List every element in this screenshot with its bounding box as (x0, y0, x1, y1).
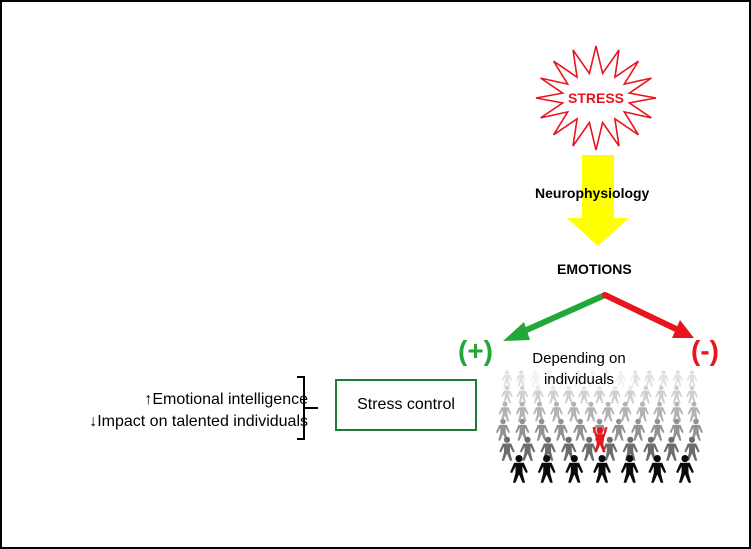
person-figure (687, 401, 701, 422)
negative-arrow-shaft (602, 292, 679, 332)
stress-control-box: Stress control (335, 379, 477, 431)
effect-text: Emotional intelligence (152, 391, 308, 408)
person-figure (567, 401, 581, 422)
positive-arrowhead (503, 322, 530, 341)
effect-text: Impact on talented individuals (97, 413, 308, 430)
person-figure (501, 385, 513, 404)
stress-label: STRESS (568, 90, 624, 106)
depending-on-individuals-label: Depending on individuals (524, 348, 634, 390)
effect-row-emotional-intelligence: ↑Emotional intelligence (89, 389, 308, 411)
person-figure (670, 385, 683, 404)
person-figure (533, 401, 546, 422)
starburst-icon (535, 45, 657, 151)
person-figure (593, 454, 611, 483)
person-figure (499, 436, 515, 461)
neurophysiology-flow-arrow (567, 155, 629, 246)
person-figure (655, 385, 667, 404)
neurophysiology-label: Neurophysiology (535, 185, 650, 201)
person-figure (676, 454, 694, 483)
person-figure (618, 401, 632, 422)
negative-sign: (-) (691, 335, 719, 366)
person-figure (636, 401, 649, 422)
person-figure (620, 454, 639, 483)
person-figure (640, 385, 652, 404)
person-figure (631, 418, 646, 441)
person-figure (658, 370, 669, 387)
person-figure (663, 436, 680, 461)
person-figure (550, 401, 563, 422)
person-figure (565, 454, 584, 483)
person-figure (611, 418, 626, 441)
person-figure (653, 401, 666, 422)
emotions-label: EMOTIONS (557, 261, 632, 277)
stress-control-label: Stress control (357, 396, 455, 413)
effects-list: ↑Emotional intelligence ↓Impact on talen… (89, 389, 308, 433)
person-figure (501, 370, 513, 387)
person-figure (672, 370, 684, 387)
arrow-down-icon: ↓ (89, 413, 98, 430)
person-figure (573, 418, 588, 441)
person-figure (498, 401, 512, 422)
effect-row-impact: ↓Impact on talented individuals (89, 411, 308, 433)
person-figure (584, 401, 598, 422)
person-figure (644, 370, 655, 387)
positive-sign: (+) (458, 335, 493, 366)
person-figure (648, 454, 667, 483)
positive-arrow-shaft (519, 292, 608, 335)
person-figure (601, 401, 615, 422)
arrow-up-icon: ↑ (144, 391, 153, 408)
person-figure (686, 370, 698, 387)
person-figure (670, 401, 684, 422)
effects-bracket (297, 376, 318, 440)
person-figure (553, 418, 568, 441)
person-figure (686, 385, 698, 404)
negative-arrowhead (672, 320, 694, 338)
person-figure (515, 401, 529, 422)
